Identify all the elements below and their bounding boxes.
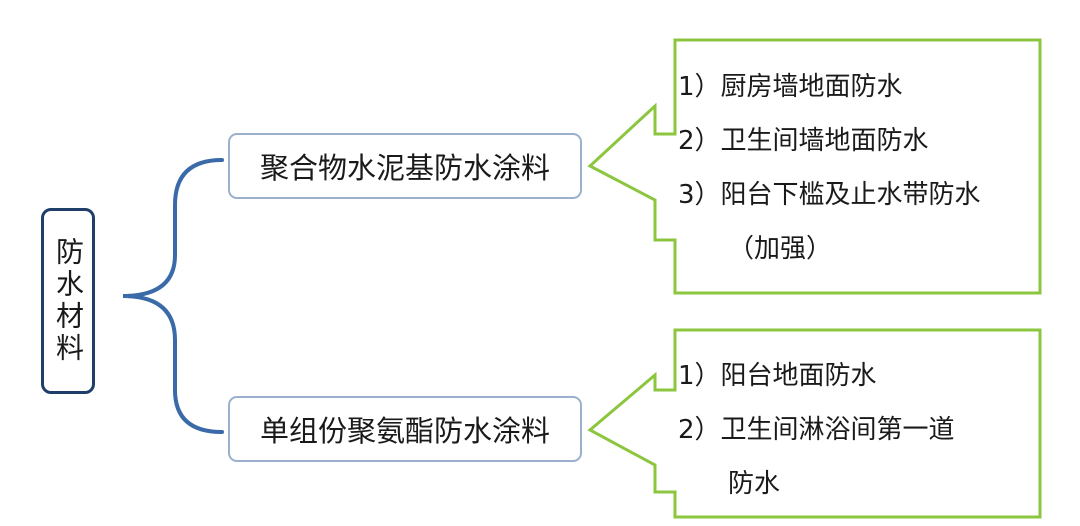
- list-item: 防水: [728, 469, 781, 499]
- category-node-polyurethane: 单组份聚氨酯防水涂料: [228, 396, 582, 462]
- list-item: 1）阳台地面防水: [678, 361, 877, 391]
- category-label: 单组份聚氨酯防水涂料: [259, 414, 550, 448]
- arrow-callout-1: [587, 38, 1042, 295]
- list-item: 2）卫生间墙地面防水: [678, 126, 929, 156]
- arrow-callout-2: [587, 328, 1042, 519]
- category-node-polymer-cement: 聚合物水泥基防水涂料: [228, 133, 582, 199]
- list-item: 2）卫生间淋浴间第一道: [678, 415, 955, 445]
- list-item: 3）阳台下槛及止水带防水: [678, 180, 981, 210]
- brace-connector: [122, 158, 224, 434]
- category-label: 聚合物水泥基防水涂料: [259, 151, 550, 185]
- list-item: （加强）: [728, 234, 833, 264]
- list-item: 1）厨房墙地面防水: [678, 72, 903, 102]
- root-label: 防水材料: [52, 237, 85, 365]
- root-node: 防水材料: [41, 208, 95, 394]
- detail-list-polyurethane: 1）阳台地面防水 2）卫生间淋浴间第一道 防水: [678, 349, 955, 511]
- detail-list-polymer-cement: 1）厨房墙地面防水 2）卫生间墙地面防水 3）阳台下槛及止水带防水 （加强）: [678, 60, 981, 276]
